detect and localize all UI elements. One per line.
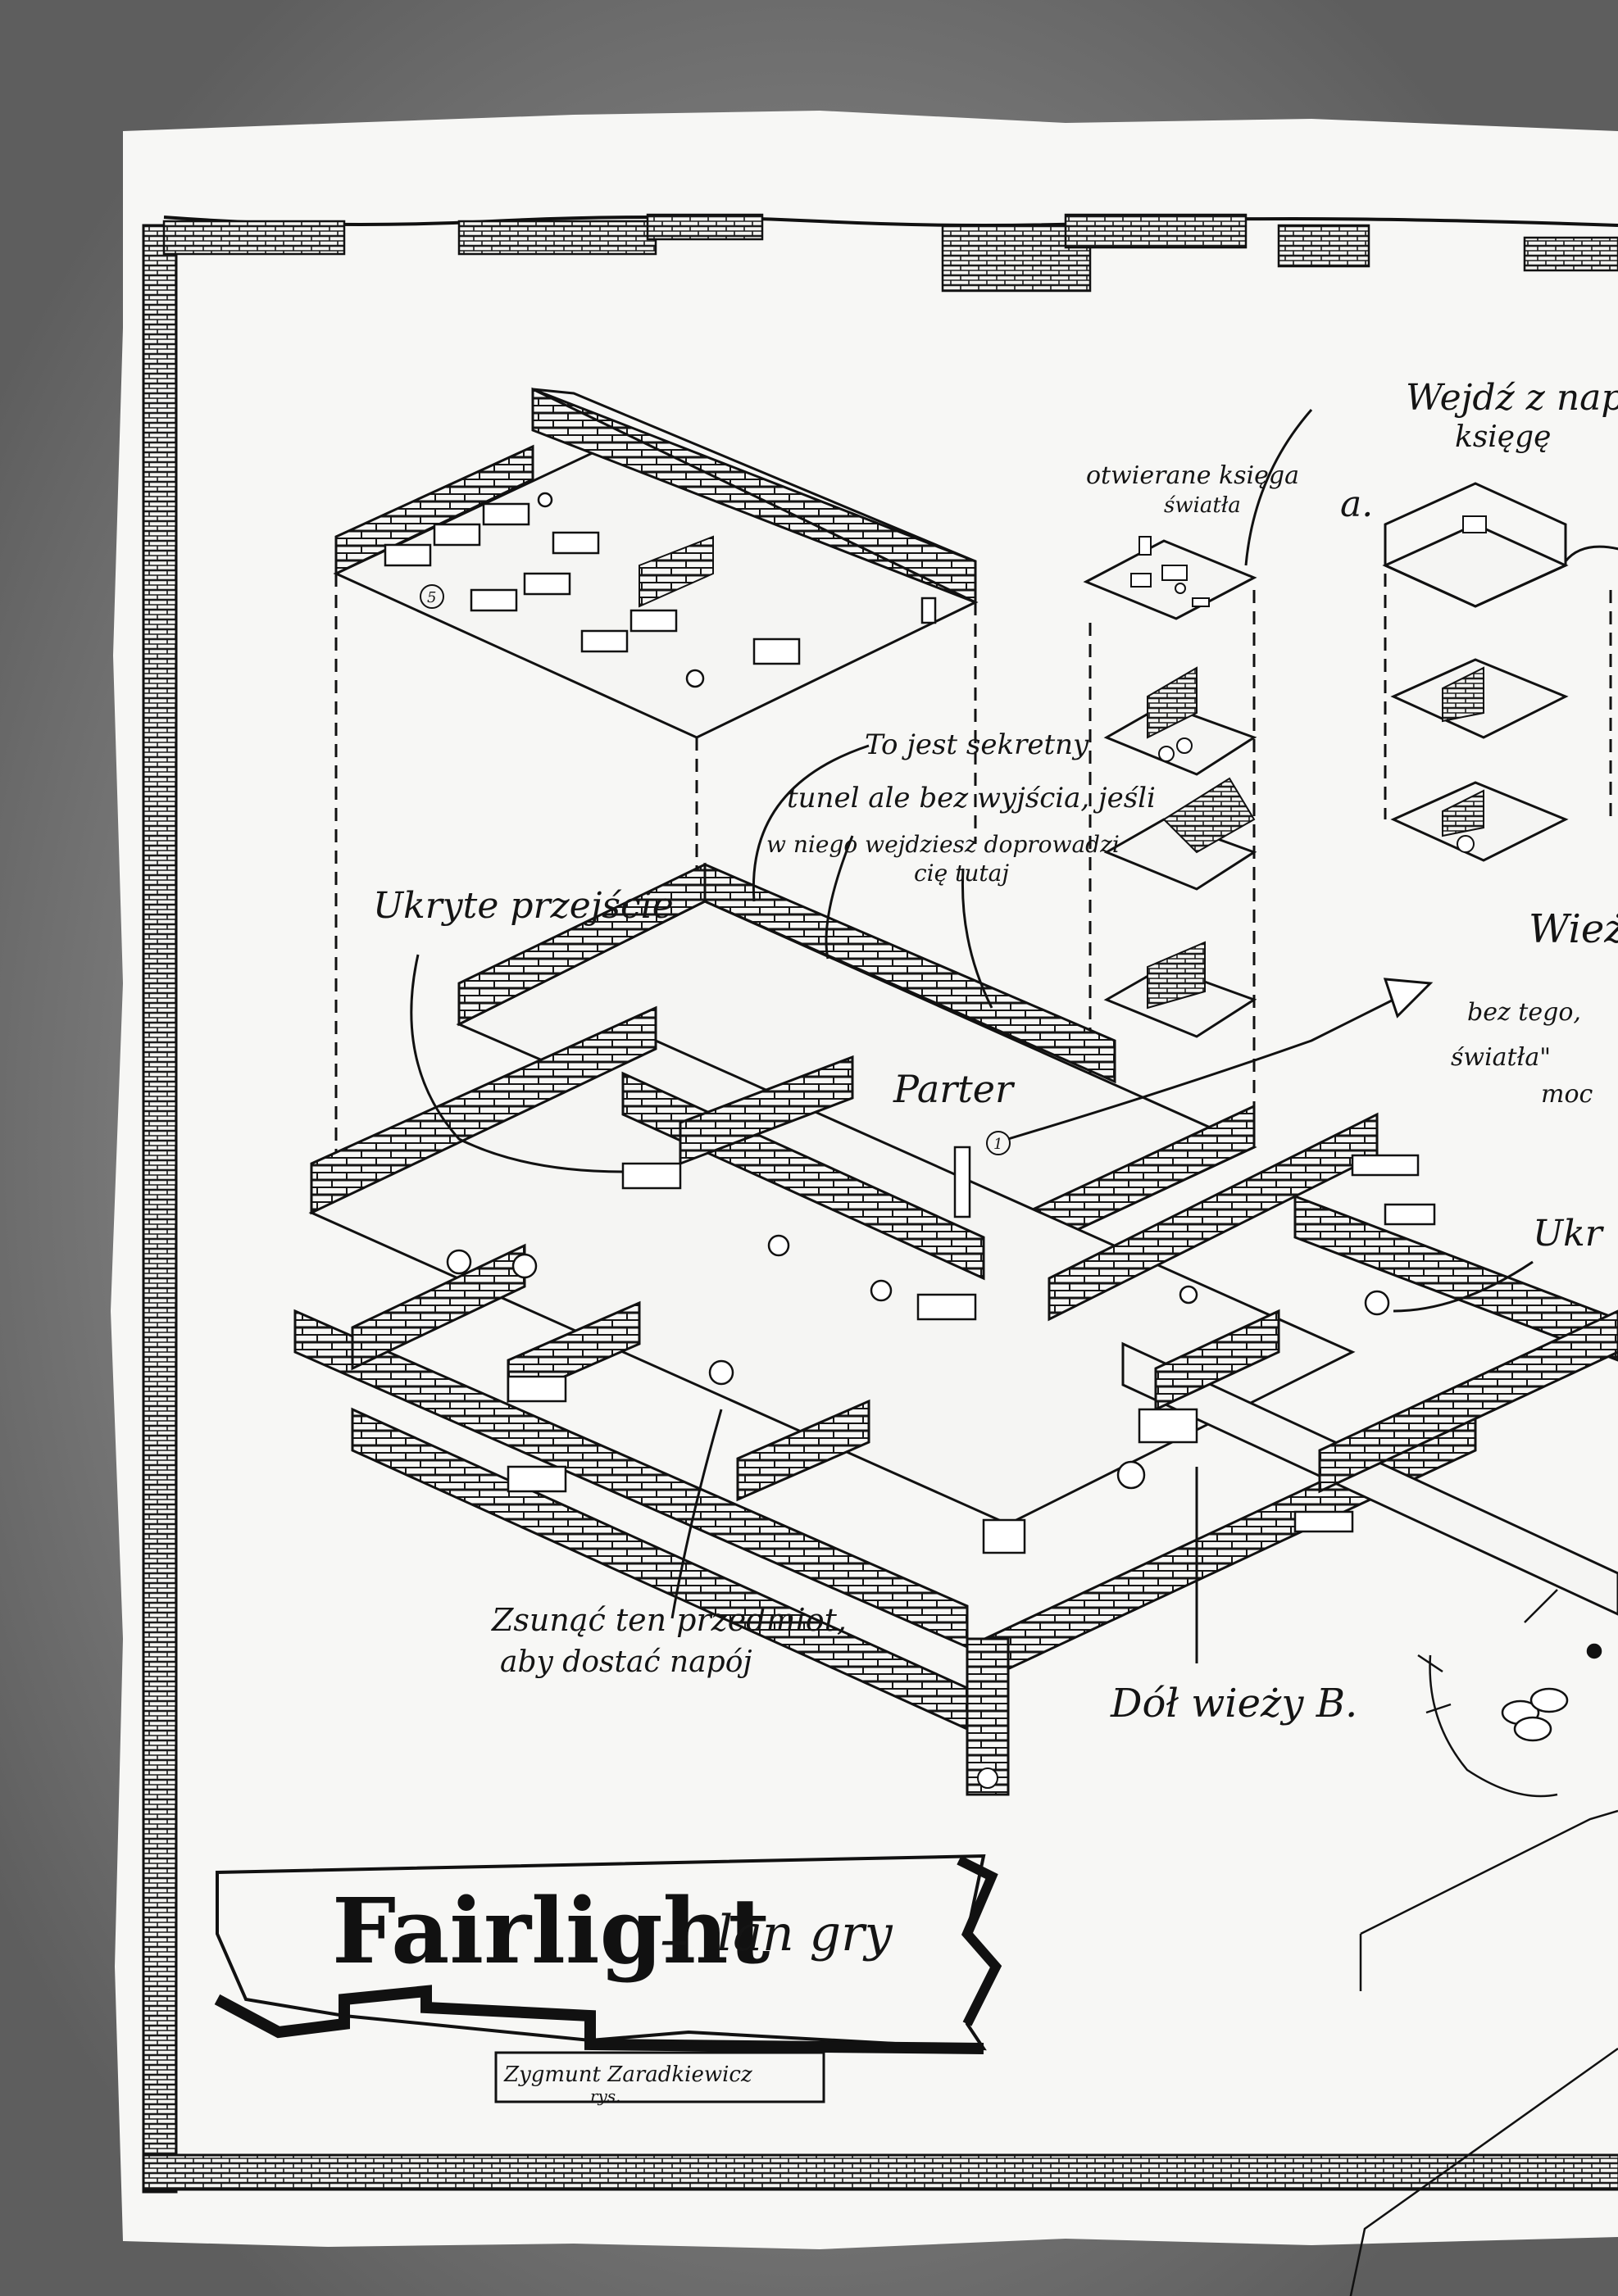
label-ground-floor: Parter [893,1067,1016,1111]
brick-frame [142,213,1618,2194]
opening-book-line-2: światła [1164,493,1241,518]
slide-object-line-2: aby dostać napój [500,1645,752,1679]
enter-with-book-line-2: księgę [1455,420,1551,454]
without-light-line-2: światła" [1451,1043,1551,1072]
enter-with-book-line-1: Wejdź z nap [1406,377,1618,419]
secret-tunnel-line-2: tunel ale bez wyjścia, jeśli [787,782,1156,814]
tower-b [1083,536,1257,1038]
title-banner [214,1854,1002,2103]
ground-floor: 1 [293,862,1618,1796]
label-opening-book: otwierane księga światła [1086,461,1299,518]
label-hidden-right: Ukr [1533,1213,1605,1255]
label-hidden-passage-left: Ukryte przejście [373,885,674,927]
title-main: Fairlight [332,1878,770,1984]
label-tower-a-marker: a. [1340,483,1373,525]
title-dash: – [660,1905,689,1972]
label-slide-object: Zsunąć ten przedmiot, aby dostać napój [491,1602,847,1679]
leader-lines [410,409,1618,1663]
tower-a [1382,482,1569,862]
label-enter-with-book: Wejdź z nap księgę [1406,377,1618,454]
label-without-light: bez tego, światła" moc [1451,998,1593,1109]
without-light-line-3: moc [1541,1080,1593,1109]
opening-book-line-1: otwierane księga [1086,461,1299,490]
exit-arrow [1007,978,1434,1141]
secret-tunnel-line-3: w niego wejdziesz doprowadzi [766,831,1120,858]
label-tower-right: Wieża [1529,906,1618,952]
credit-suffix: rys. [590,2086,620,2106]
title-rest: lan gry [717,1905,893,1962]
secret-tunnel-line-1: To jest sekretny [865,728,1089,761]
label-tower-bottom: Dół wieży B. [1110,1681,1357,1727]
room-number-5: 5 [427,589,436,606]
slide-object-line-1: Zsunąć ten przedmiot, [491,1602,847,1638]
credit-name: Zygmunt Zaradkiewicz [503,2062,752,2087]
label-secret-tunnel: To jest sekretny tunel ale bez wyjścia, … [766,728,1156,887]
without-light-line-1: bez tego, [1467,998,1581,1027]
room-number-1: 1 [993,1136,1002,1153]
secret-tunnel-line-4: cię tutaj [914,860,1009,887]
cave-area [1349,1589,1618,2296]
upper-floor: 5 [333,387,979,739]
